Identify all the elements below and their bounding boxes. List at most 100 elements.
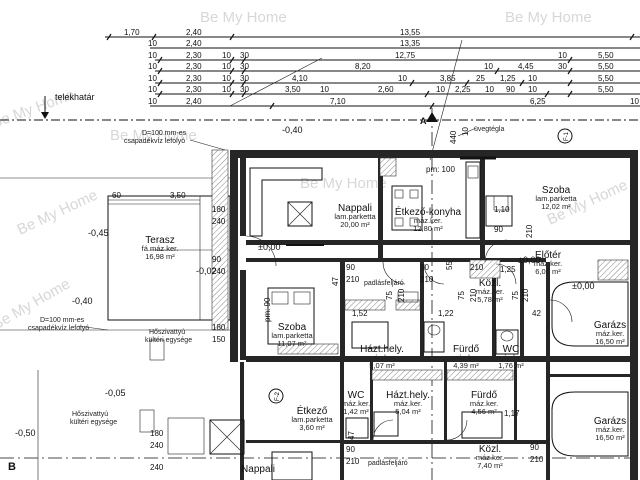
svg-text:Szoba: Szoba [542, 185, 571, 196]
svg-text:10: 10 [461, 127, 470, 136]
watermark: Be My Home [505, 9, 592, 26]
svg-text:Fürdő: Fürdő [471, 390, 498, 401]
gutter-note-mid: D=100 mm-es csapadékvíz lefolyó [28, 317, 109, 332]
svg-text:F-2: F-2 [275, 391, 281, 401]
section-label: B [8, 461, 16, 473]
property-boundary: telekhatár [0, 92, 640, 121]
svg-text:42: 42 [532, 309, 541, 318]
opening-dimensions: 60 3,50 180 240 90 240 180 150 pm: 100 1… [112, 127, 544, 472]
room-nappali: Nappali lam.parketta 20,00 m² [334, 203, 376, 229]
room-szoba-mid: Szoba lam.parketta 11,07 m² [271, 322, 313, 348]
svg-text:90: 90 [494, 225, 503, 234]
svg-text:máz.ker.: máz.ker. [470, 399, 498, 408]
svg-text:16,50 m²: 16,50 m² [595, 337, 625, 346]
svg-text:máz.ker.: máz.ker. [476, 287, 504, 296]
svg-text:WC: WC [503, 344, 520, 355]
dim-value: 10 [222, 51, 231, 60]
dim-value: 2,30 [186, 74, 202, 83]
dim-value: 10 [148, 39, 157, 48]
svg-text:Hőszivattyú: Hőszivattyú [72, 411, 108, 418]
dim-value: 30 [240, 51, 249, 60]
svg-text:4,56 m²: 4,56 m² [471, 407, 497, 416]
room-kozl-2: Közl. máz.ker. 7,40 m² [476, 444, 504, 470]
dim-value: 1,70 [124, 28, 140, 37]
level-marker: ±0,00 [572, 281, 594, 291]
svg-text:máz.ker.: máz.ker. [368, 353, 396, 362]
svg-text:75: 75 [511, 291, 520, 300]
dim-value: 10 [148, 85, 157, 94]
room-szoba-right: Szoba lam.parketta 12,02 m² [535, 185, 577, 211]
svg-text:lam.parketta: lam.parketta [535, 194, 577, 203]
dim-value: 30 [240, 85, 249, 94]
svg-text:pm: 90: pm: 90 [263, 297, 272, 322]
svg-text:1,17: 1,17 [504, 409, 520, 418]
svg-text:Étkező-konyha: Étkező-konyha [395, 205, 462, 218]
svg-text:máz.ker.: máz.ker. [534, 259, 562, 268]
glass-block: üvegtégla [457, 126, 504, 160]
svg-text:47: 47 [347, 431, 356, 440]
svg-text:180: 180 [150, 429, 164, 438]
svg-text:20,00 m²: 20,00 m² [340, 220, 370, 229]
svg-text:1,76 m²: 1,76 m² [498, 361, 524, 370]
section-marker-a: A [420, 108, 438, 480]
svg-text:210: 210 [470, 263, 484, 272]
svg-text:5,78 m²: 5,78 m² [477, 295, 503, 304]
dim-value: 3,50 [285, 85, 301, 94]
svg-text:90: 90 [346, 445, 355, 454]
dim-value: 2,60 [378, 85, 394, 94]
dim-value: 13,35 [400, 39, 421, 48]
svg-text:padlásfeljáró: padlásfeljáró [368, 460, 408, 467]
level-marker: ±0,00 [518, 255, 540, 265]
room-etkezo-2: Étkező lam.parketta 3,60 m² [291, 404, 333, 432]
dim-value: 13,55 [400, 28, 421, 37]
level-marker: -0,40 [282, 125, 303, 135]
room-nappali-2: Nappali [241, 464, 275, 475]
dim-value: 10 [528, 85, 537, 94]
svg-text:4,39 m²: 4,39 m² [453, 361, 479, 370]
svg-text:máz.ker.: máz.ker. [414, 216, 442, 225]
dim-value: 8,20 [355, 62, 371, 71]
watermark: Be My Home [110, 127, 197, 144]
boundary-label: telekhatár [55, 92, 95, 102]
dim-value: 5,50 [598, 74, 614, 83]
svg-text:240: 240 [150, 463, 164, 472]
svg-text:Hőszivattyú: Hőszivattyú [149, 329, 185, 336]
svg-text:6,01 m²: 6,01 m² [535, 267, 561, 276]
dim-value: 10 [436, 85, 445, 94]
svg-text:240: 240 [150, 441, 164, 450]
svg-text:440: 440 [449, 130, 458, 144]
svg-text:5,04 m²: 5,04 m² [395, 407, 421, 416]
svg-text:Előtér: Előtér [535, 250, 562, 261]
dim-value: 10 [222, 74, 231, 83]
room-eloter: Előtér máz.ker. 6,01 m² [534, 250, 562, 276]
dim-value: 2,30 [186, 62, 202, 71]
svg-text:1,22: 1,22 [438, 309, 454, 318]
svg-text:47: 47 [331, 277, 340, 286]
svg-text:210: 210 [397, 288, 406, 302]
section-marker-b: B [0, 457, 640, 473]
room-etkezo-konyha: Étkező-konyha máz.ker. 12,80 m² [395, 205, 462, 233]
svg-text:1,25: 1,25 [500, 265, 516, 274]
svg-text:máz.ker.: máz.ker. [476, 453, 504, 462]
svg-text:Szoba: Szoba [278, 322, 307, 333]
svg-text:240: 240 [212, 267, 226, 276]
watermark: Be My Home [300, 175, 387, 192]
svg-text:210: 210 [469, 288, 478, 302]
svg-text:csapadékvíz lefolyó: csapadékvíz lefolyó [28, 325, 89, 332]
svg-text:Nappali: Nappali [241, 464, 275, 475]
svg-text:máz.ker.: máz.ker. [394, 399, 422, 408]
svg-text:16,98 m²: 16,98 m² [145, 252, 175, 261]
dim-value: 1,25 [500, 74, 516, 83]
level-marker: ±0,00 [258, 242, 280, 252]
level-marker: -0,02 [196, 266, 217, 276]
svg-text:210: 210 [525, 224, 534, 238]
svg-text:Garázs: Garázs [594, 320, 626, 331]
dim-value: 5,50 [598, 51, 614, 60]
svg-text:Fürdő: Fürdő [453, 344, 480, 355]
furniture [167, 161, 629, 480]
svg-text:240: 240 [212, 217, 226, 226]
dim-value: 10 [148, 51, 157, 60]
svg-text:fá.máz.ker.: fá.máz.ker. [142, 244, 179, 253]
svg-text:máz.ker.: máz.ker. [596, 425, 624, 434]
